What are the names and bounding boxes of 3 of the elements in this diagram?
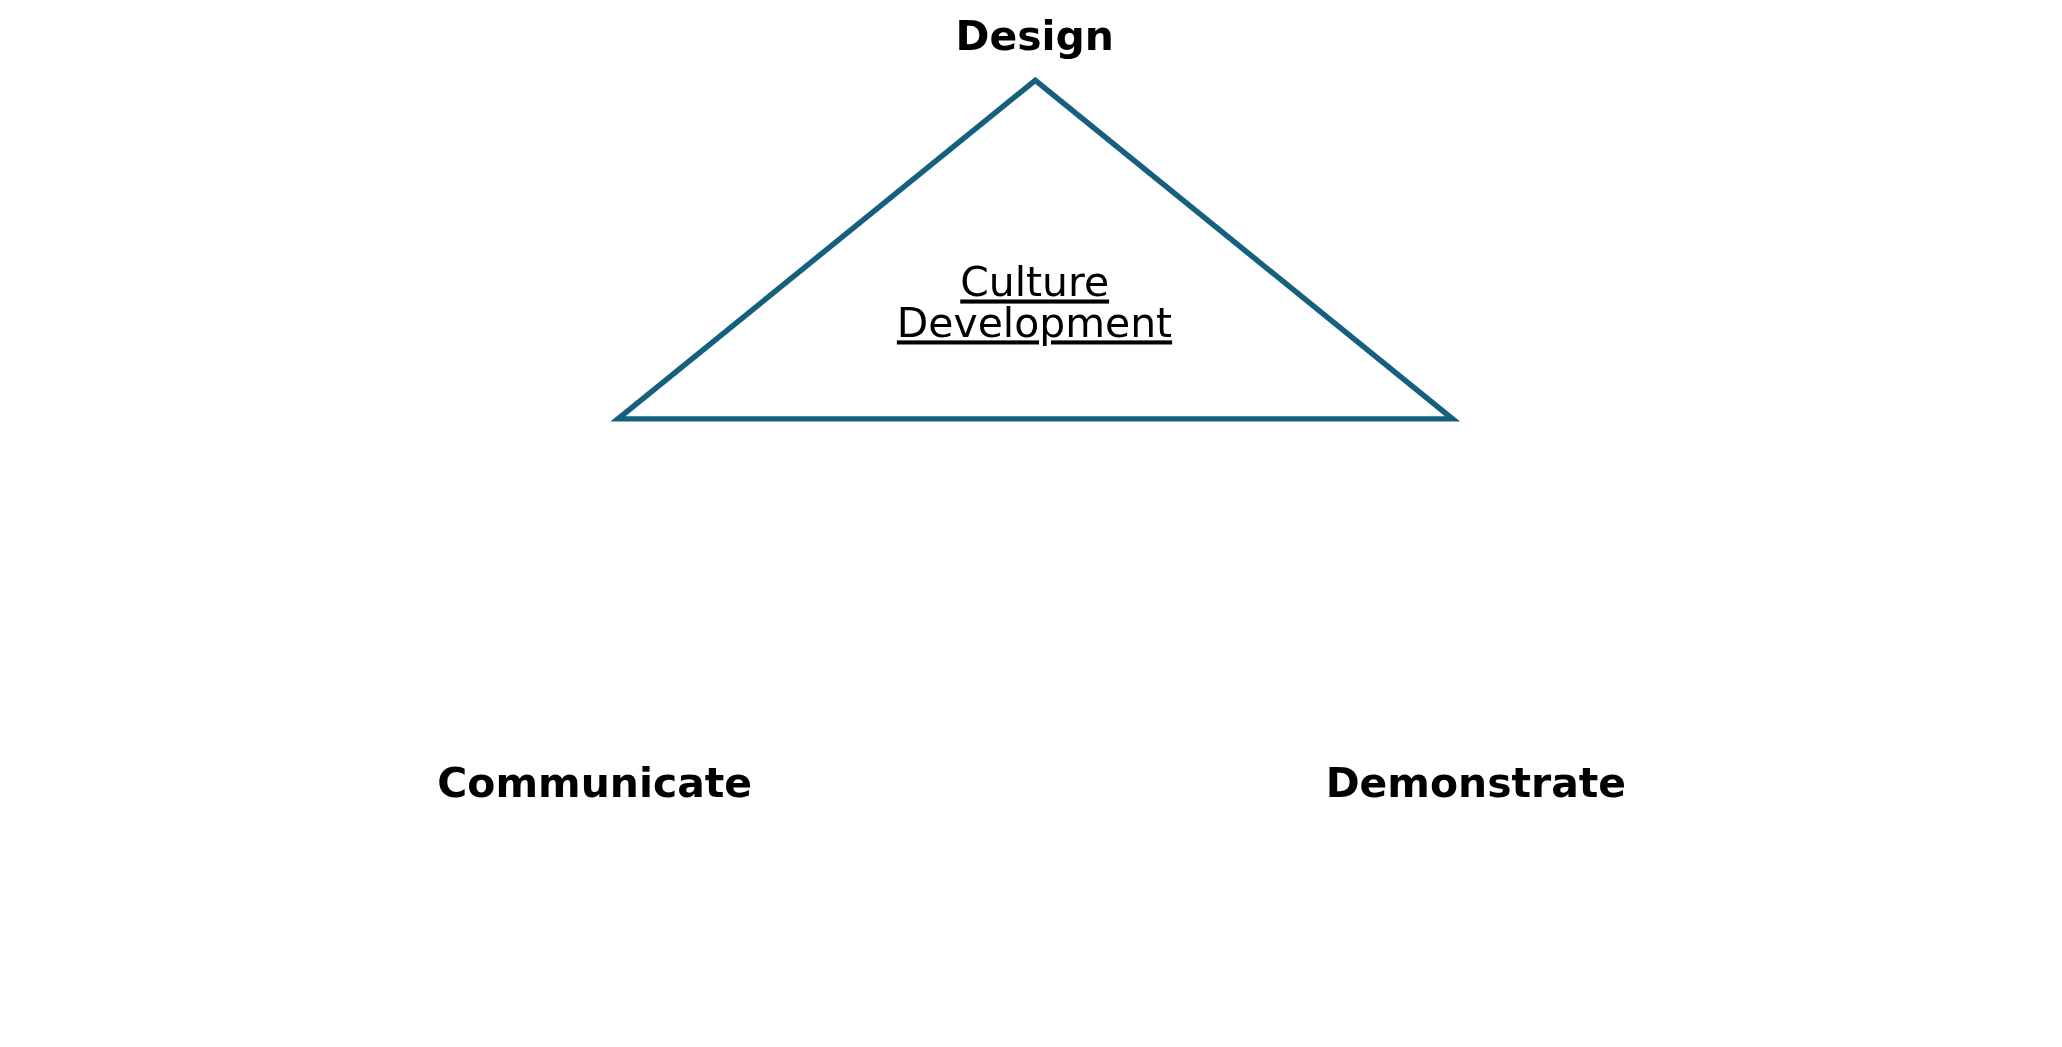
- label: Demonstrate: [1325, 758, 1626, 807]
- label: Communicate: [436, 758, 752, 807]
- label: Design: [954, 12, 1114, 61]
